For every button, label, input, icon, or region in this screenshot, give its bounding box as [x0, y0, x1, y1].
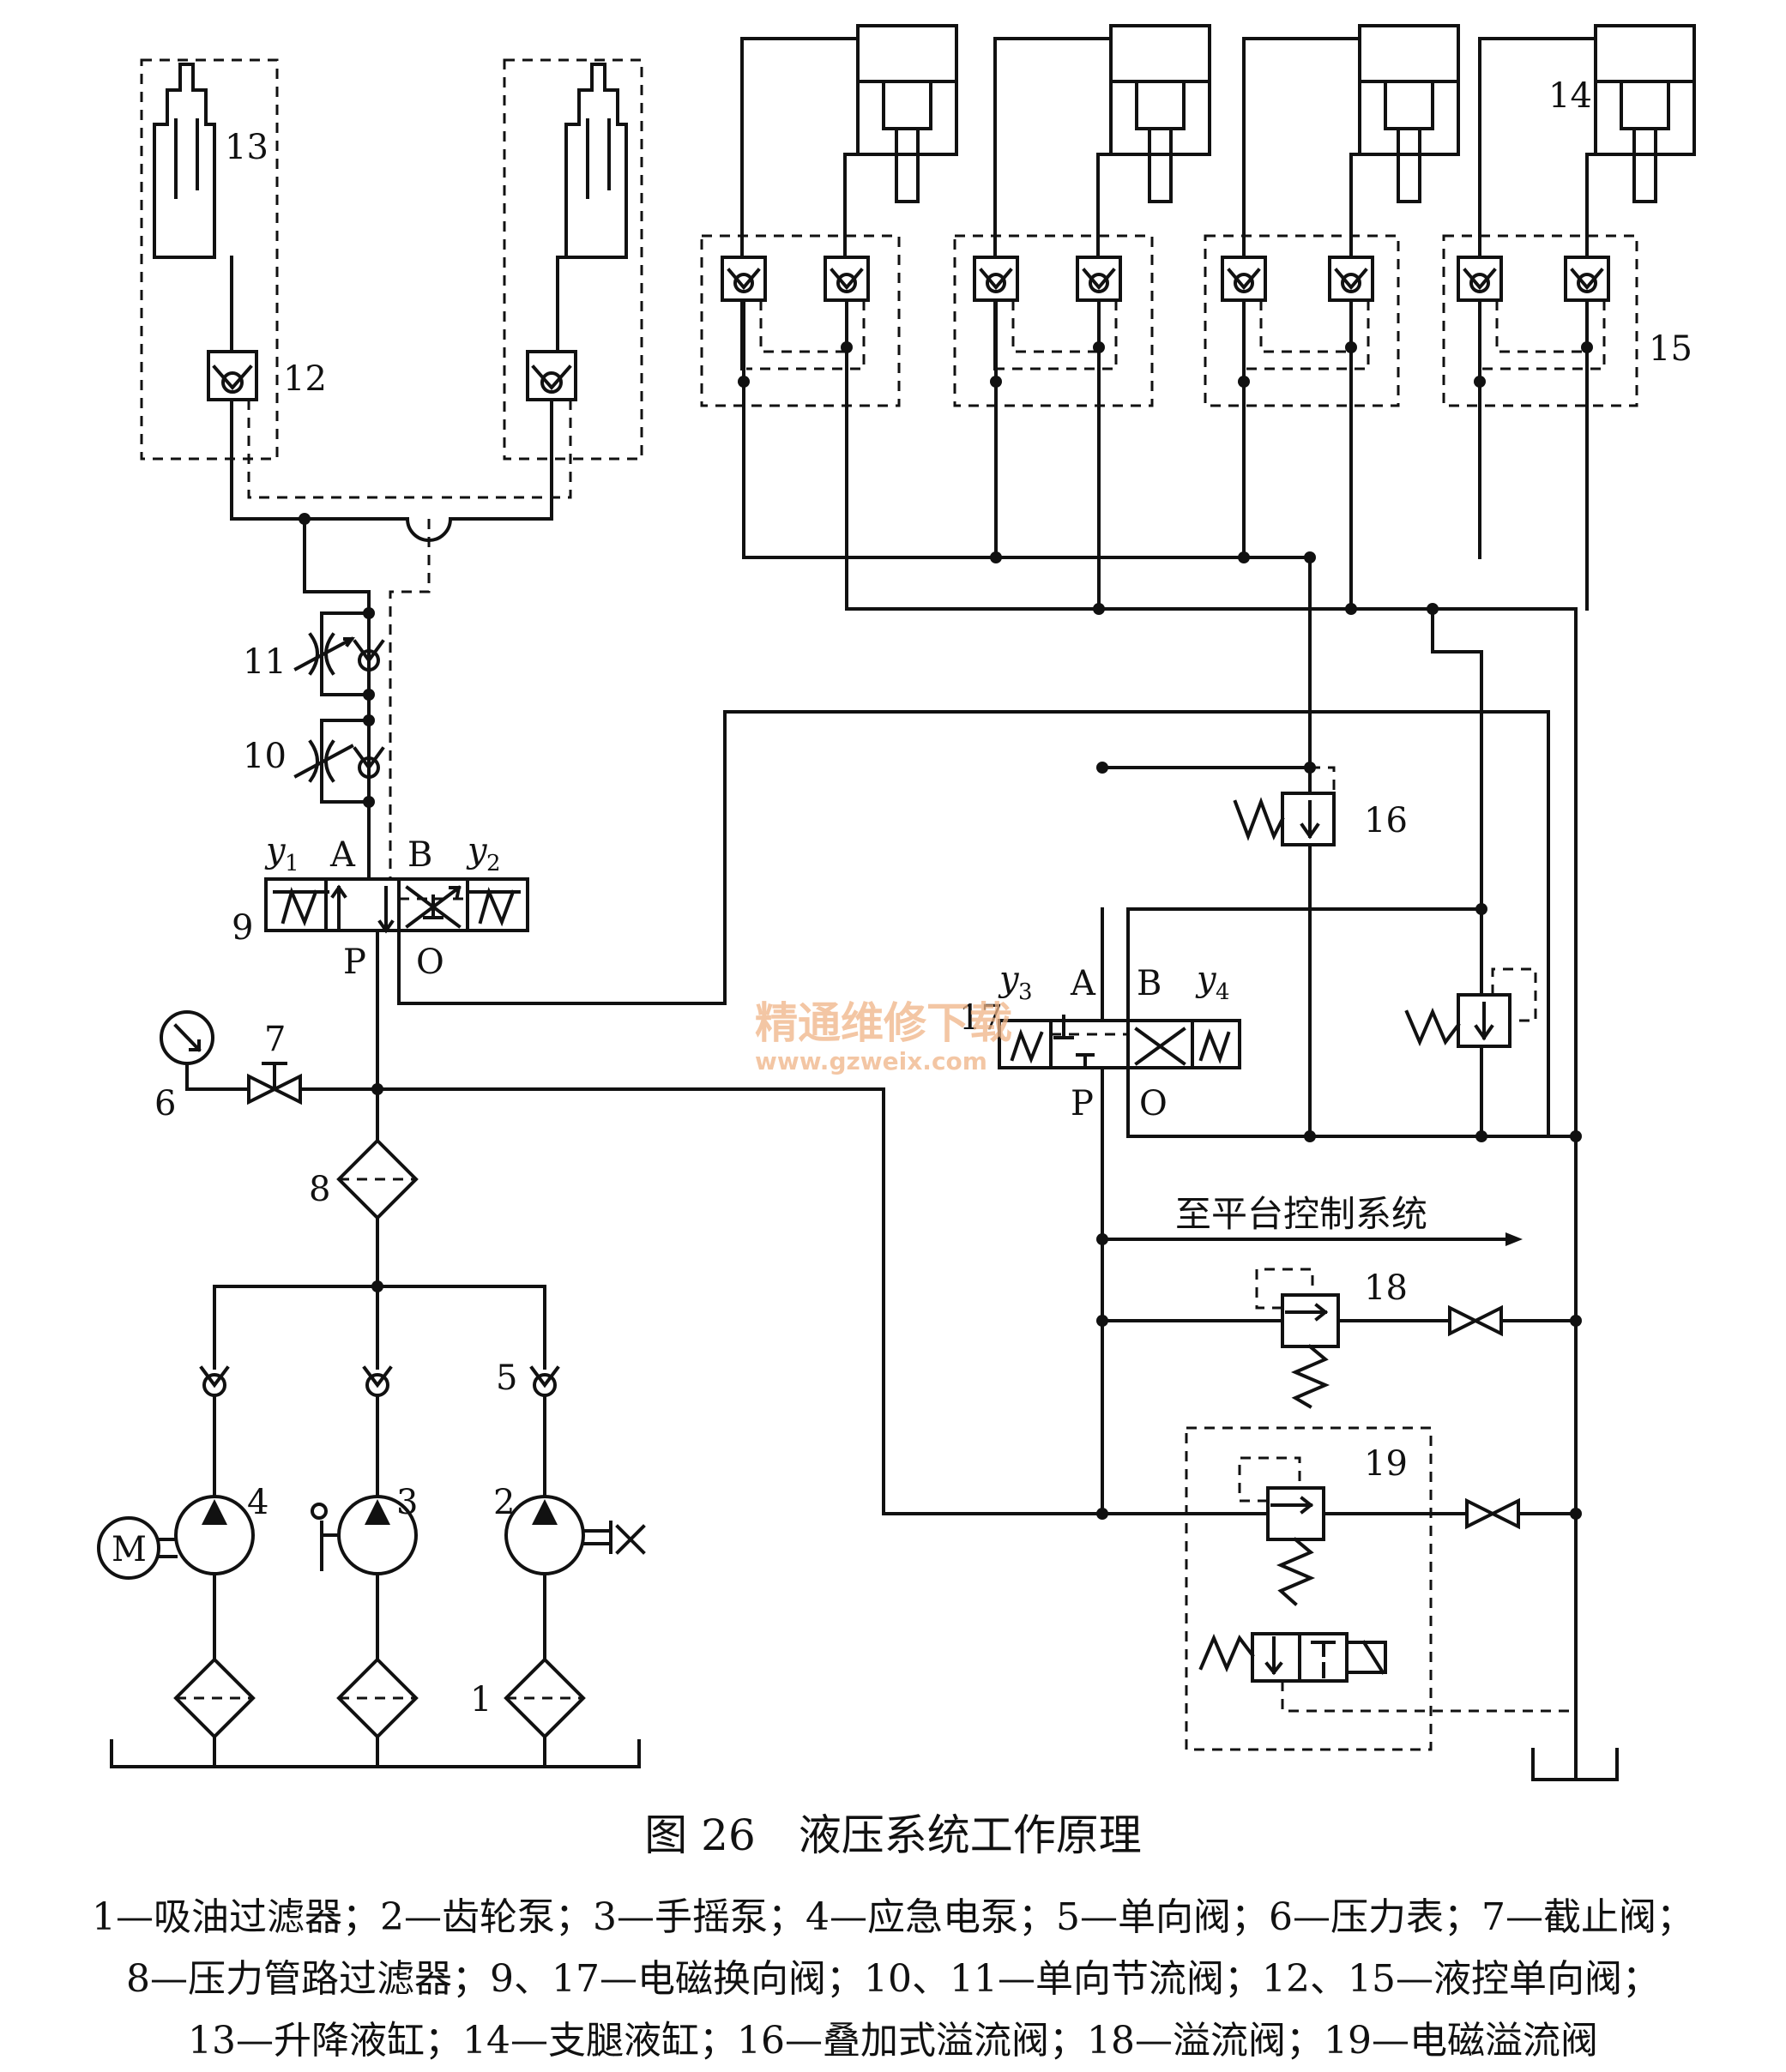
- lift-cylinder-unit-left: [140, 58, 386, 521]
- lift-cylinder-13-left-stages: [174, 118, 199, 199]
- label-port-a-17: A: [1070, 964, 1096, 1003]
- watermark-url: www.gzweix.com: [755, 1047, 987, 1075]
- label-5: 5: [496, 1358, 517, 1398]
- label-15: 15: [1649, 329, 1692, 369]
- label-12: 12: [283, 359, 327, 399]
- label-14: 14: [1548, 76, 1592, 116]
- oil-tank-left: [110, 1739, 641, 1768]
- label-19: 19: [1364, 1444, 1408, 1484]
- pilot-check-valves-15: [700, 234, 1638, 615]
- oil-tank-right: [1531, 1748, 1619, 1781]
- lift-cylinder-unit-right: [437, 58, 643, 521]
- label-10: 10: [243, 737, 287, 776]
- label-16: 16: [1364, 801, 1408, 840]
- watermark-text: 精通维修下载: [755, 998, 1012, 1048]
- label-y3: y: [998, 960, 1020, 999]
- label-to-platform: 至平台控制系统: [1175, 1193, 1427, 1235]
- label-port-p-17: P: [1071, 1084, 1094, 1123]
- pipe-crossover: [230, 517, 456, 542]
- lift-cylinder-unit-left-box: [140, 58, 279, 461]
- outrigger-supply-lines: [1308, 556, 1483, 1138]
- legend-line-3: 13—升降液缸；14—支腿液缸；16—叠加式溢流阀；18—溢流阀；19—电磁溢流…: [188, 2019, 1598, 2063]
- lift-cylinder-13-right: [564, 63, 628, 259]
- label-17: 17: [959, 998, 1003, 1038]
- figure-title: 图 26 液压系统工作原理: [644, 1810, 1142, 1860]
- label-port-b-9: B: [407, 835, 432, 875]
- label-4: 4: [247, 1483, 269, 1522]
- pressure-line-filter-8: [213, 1079, 546, 1292]
- relief-valve-outrigger: [1126, 903, 1537, 1138]
- label-port-o-17: O: [1139, 1084, 1168, 1123]
- figure-caption: 图 26 液压系统工作原理 1—吸油过滤器；2—齿轮泵；3—手摇泵；4—应急电泵…: [0, 1801, 1786, 2072]
- solenoid-relief-valve-19: [1096, 1426, 1582, 1751]
- legend-line-1: 1—吸油过滤器；2—齿轮泵；3—手摇泵；4—应急电泵；5—单向阀；6—压力表；7…: [92, 1895, 1694, 1939]
- label-11: 11: [243, 642, 287, 682]
- label-port-p-9: P: [343, 943, 366, 982]
- outrigger-cylinders-14: [740, 24, 1696, 370]
- pump-branches: [97, 1285, 646, 1768]
- motor: [97, 1516, 160, 1580]
- svg-text:4: 4: [1216, 979, 1230, 1005]
- label-8: 8: [309, 1170, 330, 1209]
- relief-valve-18: [1096, 1268, 1582, 1409]
- hydraulic-schematic: 13 12 11 10 9 y 1 A B y 2 P O 6 7 8 5 4 …: [97, 24, 1696, 1781]
- stop-valve-18: [1448, 1304, 1503, 1337]
- pressure-gauge-6: [160, 1010, 250, 1091]
- label-port-o-9: O: [416, 943, 444, 982]
- svg-text:2: 2: [486, 851, 501, 876]
- label-3: 3: [396, 1483, 418, 1522]
- label-y4: y: [1195, 960, 1217, 999]
- label-18: 18: [1364, 1268, 1408, 1308]
- solenoid-directional-valve-9: [264, 710, 1550, 1138]
- label-1: 1: [470, 1680, 492, 1720]
- label-y1: y: [264, 831, 287, 870]
- svg-text:3: 3: [1018, 979, 1033, 1005]
- label-motor: M: [112, 1530, 147, 1569]
- svg-text:1: 1: [285, 851, 299, 876]
- label-port-a-9: A: [329, 835, 356, 875]
- throttle-check-valve-10: [293, 714, 385, 808]
- label-2: 2: [493, 1483, 515, 1522]
- label-13: 13: [225, 128, 269, 167]
- legend-line-2: 8—压力管路过滤器；9、17—电磁换向阀；10、11—单向节流阀；12、15—液…: [126, 1957, 1660, 2001]
- lift-cylinder-13-left: [153, 63, 216, 259]
- stop-valve-7: [247, 1062, 302, 1105]
- label-7: 7: [264, 1020, 286, 1059]
- throttle-check-valve-11: [293, 607, 385, 701]
- label-9: 9: [232, 908, 253, 948]
- label-y2: y: [466, 831, 488, 870]
- label-6: 6: [154, 1084, 176, 1123]
- stacked-relief-valve-16: [1096, 762, 1336, 846]
- solenoid-directional-valve-17: [998, 907, 1578, 1515]
- label-port-b-17: B: [1137, 964, 1162, 1003]
- lift-cylinder-unit-right-box: [503, 58, 643, 461]
